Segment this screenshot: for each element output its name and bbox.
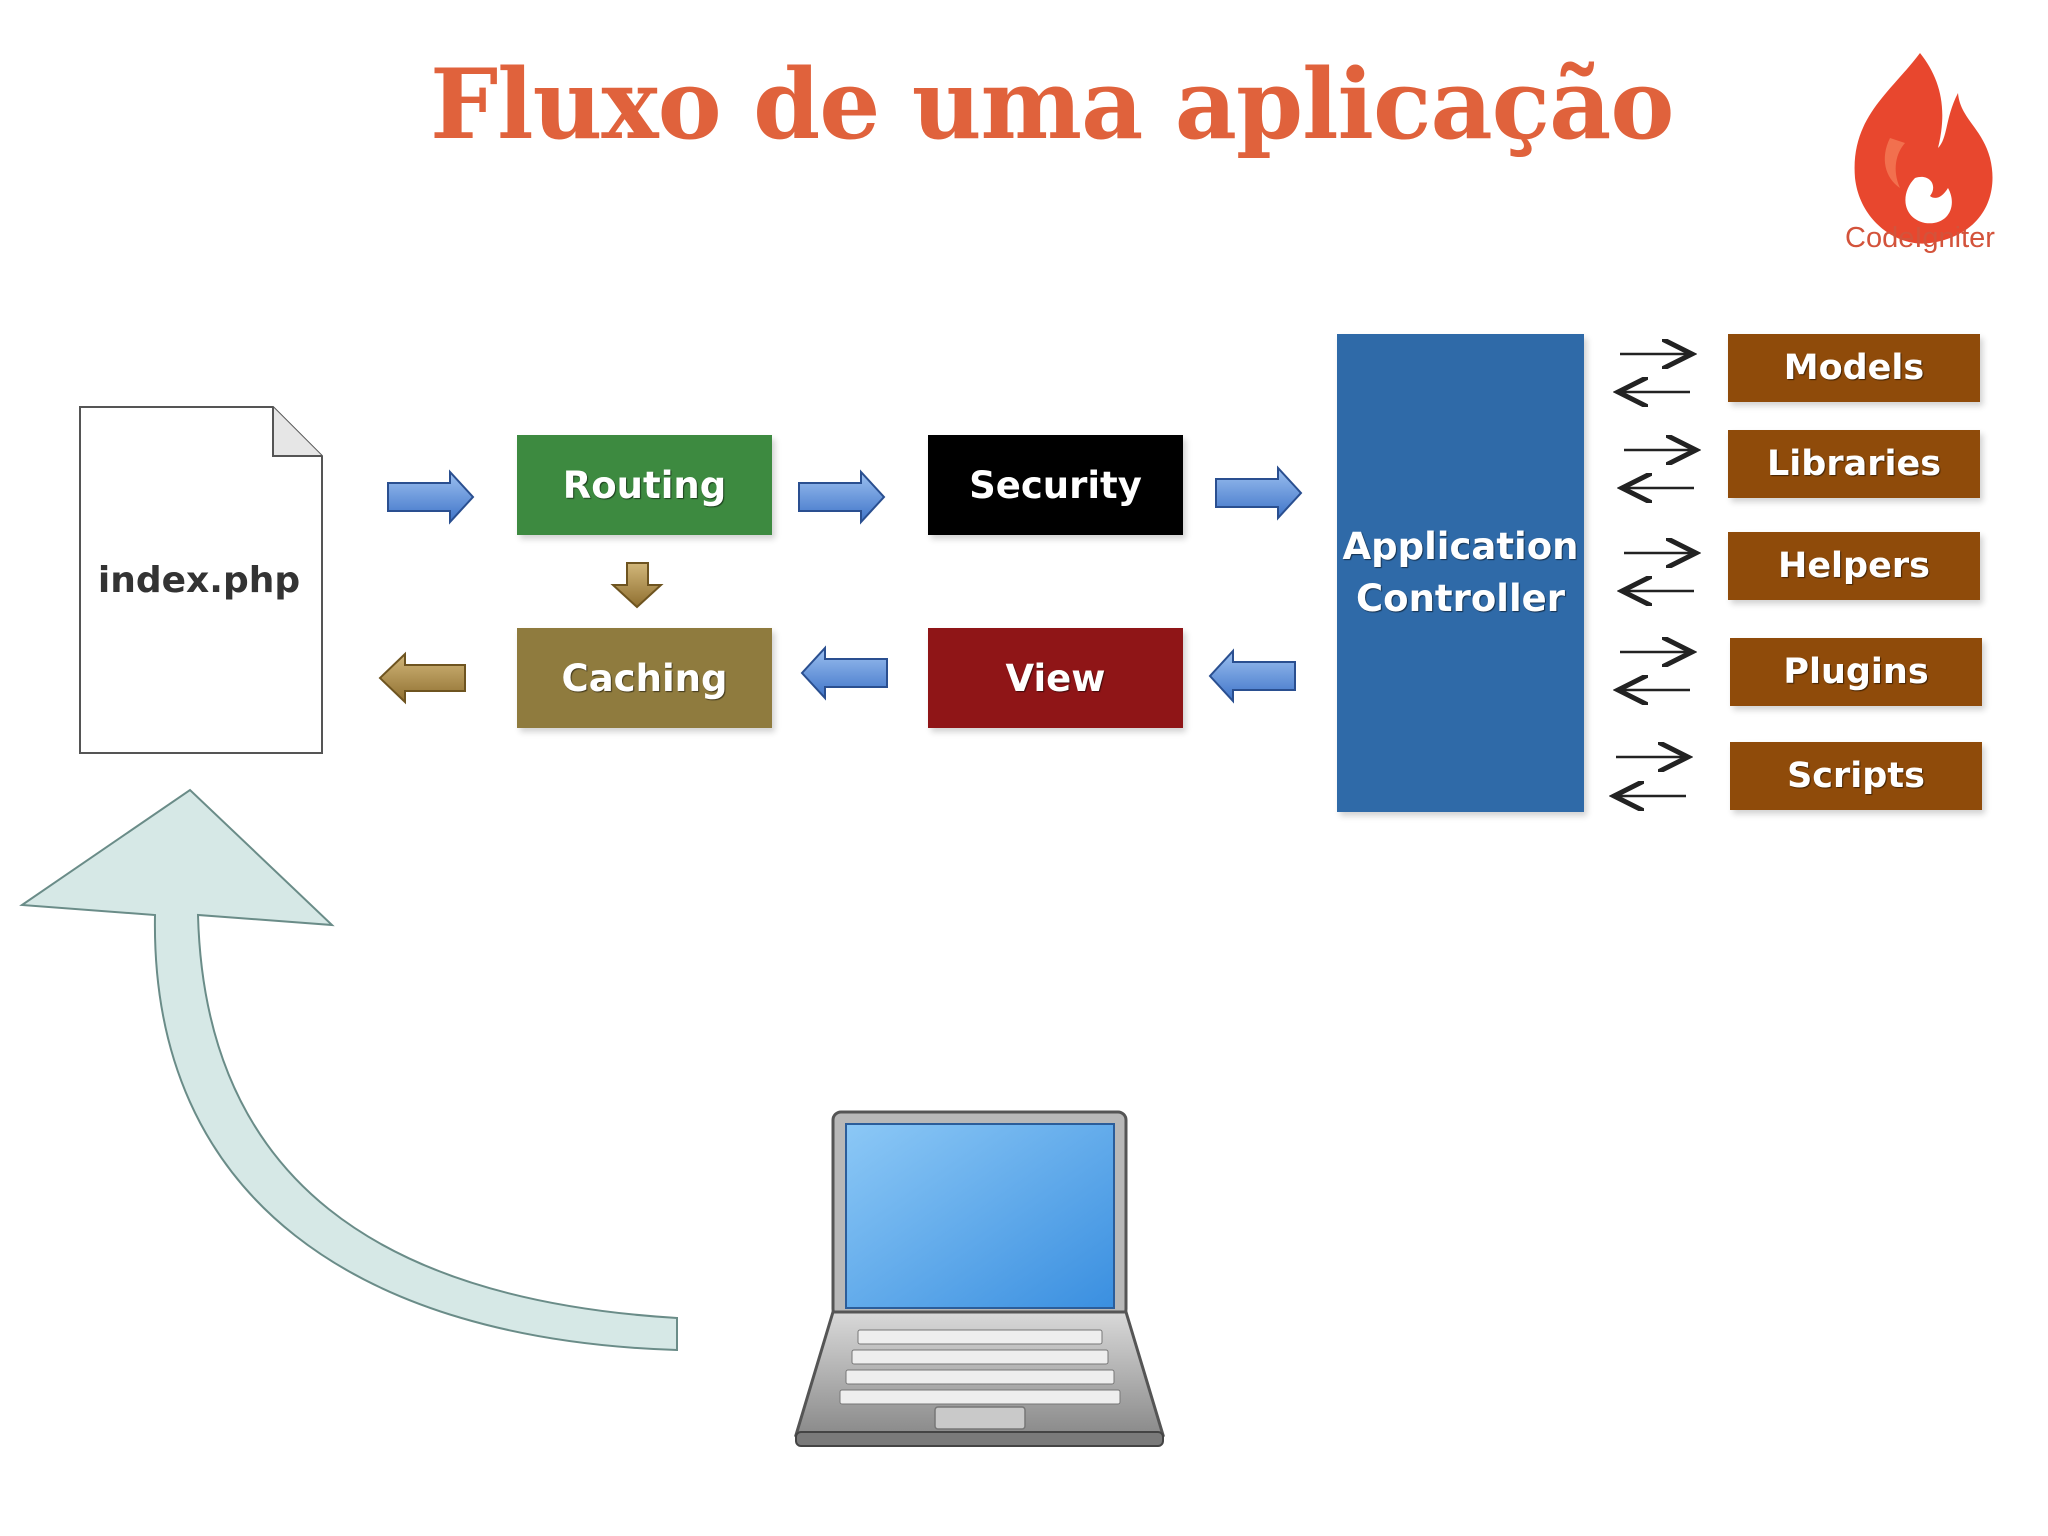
caching-label: Caching xyxy=(561,656,728,700)
models-label: Models xyxy=(1783,348,1925,388)
plugins-node: Plugins xyxy=(1730,638,1982,706)
plugins-label: Plugins xyxy=(1783,652,1929,692)
security-node: Security xyxy=(928,435,1183,535)
models-node: Models xyxy=(1728,334,1980,402)
view-label: View xyxy=(1005,656,1106,700)
libraries-node: Libraries xyxy=(1728,430,1980,498)
scripts-label: Scripts xyxy=(1787,756,1925,796)
application-controller-node: Application Controller xyxy=(1337,334,1584,812)
arrow-right-icon xyxy=(1215,465,1303,521)
routing-node: Routing xyxy=(517,435,772,535)
libraries-label: Libraries xyxy=(1766,444,1942,484)
arrow-right-icon xyxy=(387,469,475,525)
laptop-icon xyxy=(793,1110,1166,1447)
arrow-down-icon xyxy=(610,562,664,609)
helpers-node: Helpers xyxy=(1728,532,1980,600)
file-label: index.php xyxy=(97,560,301,601)
caching-node: Caching xyxy=(517,628,772,728)
flame-icon xyxy=(1854,53,1993,244)
view-node: View xyxy=(928,628,1183,728)
arrow-left-icon xyxy=(800,645,888,701)
security-label: Security xyxy=(969,463,1142,507)
helpers-label: Helpers xyxy=(1778,546,1930,586)
arrow-left-icon xyxy=(378,651,466,705)
logo-wordmark: CodeIgniter xyxy=(1845,222,1995,254)
bidirectional-arrows xyxy=(1614,354,1696,796)
arrow-right-icon xyxy=(798,469,886,525)
application-controller-label: Application Controller xyxy=(1342,525,1579,620)
page-title: Fluxo de uma aplicação xyxy=(430,48,1674,161)
arrow-left-icon xyxy=(1208,648,1296,704)
scripts-node: Scripts xyxy=(1730,742,1982,810)
curved-arrow-icon xyxy=(19,788,678,1352)
document-icon xyxy=(79,406,323,754)
routing-label: Routing xyxy=(562,463,727,507)
